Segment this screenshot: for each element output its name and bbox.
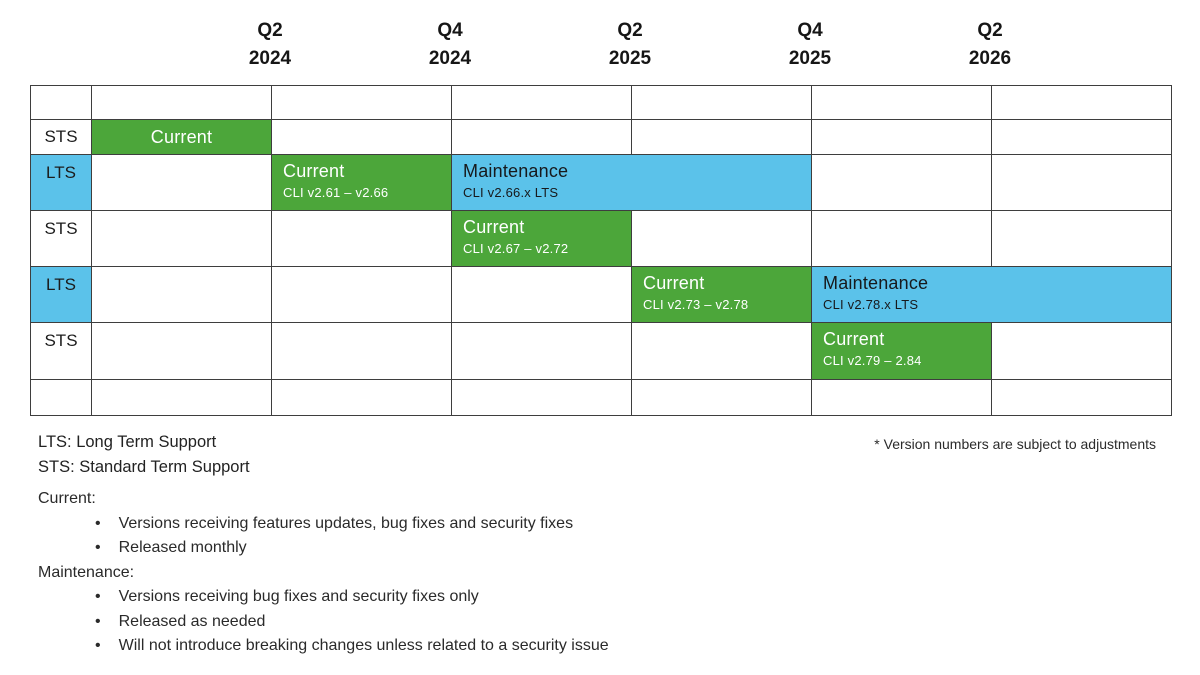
quarter-label-q2-2026: Q2 2026 [930,17,1050,73]
grid-line-vertical [451,86,452,415]
maintenance-bullet: Will not introduce breaking changes unle… [38,634,609,659]
current-bullet: Released monthly [38,536,609,561]
grid-line-horizontal [31,210,1171,211]
bar-label: Maintenance [463,161,569,181]
grid-line-vertical [271,86,272,415]
quarter-label-q4-2024: Q4 2024 [390,17,510,73]
quarter-year: 2024 [428,48,472,69]
current-bullet: Versions receiving features updates, bug… [38,512,609,537]
quarter-year: 2025 [788,48,832,69]
quarter-label-q2-2025: Q2 2025 [570,17,690,73]
status-notes: Current: Versions receiving features upd… [38,487,609,659]
maintenance-bullet: Versions receiving bug fixes and securit… [38,585,609,610]
bar-current-lts-v2-61: Current CLI v2.61 – v2.66 [272,155,451,210]
bar-version-range: CLI v2.67 – v2.72 [463,241,569,256]
bar-version-range: CLI v2.61 – v2.66 [283,185,389,200]
quarter-name: Q2 [617,20,643,41]
bar-version-range: CLI v2.79 – 2.84 [823,353,922,368]
bar-current-sts-v2-79: Current CLI v2.79 – 2.84 [812,323,991,379]
version-footnote: * Version numbers are subject to adjustm… [874,436,1156,452]
bar-maintenance-lts-v2-78: Maintenance CLI v2.78.x LTS [812,267,1171,322]
bar-label: Current [643,273,705,293]
quarter-label-q2-2024: Q2 2024 [210,17,330,73]
bar-current-sts-2024: Current [92,120,271,154]
bar-maintenance-lts-v2-66: Maintenance CLI v2.66.x LTS [452,155,811,210]
maintenance-section-title: Maintenance: [38,563,135,581]
quarter-name: Q4 [437,20,463,41]
grid-line-horizontal [31,154,1171,155]
timeline-table: STS LTS STS LTS STS Current Current CLI … [30,85,1172,416]
bar-label: Current [283,161,345,181]
bar-current-sts-v2-67: Current CLI v2.67 – v2.72 [452,211,631,266]
quarter-name: Q4 [797,20,823,41]
abbreviation-definitions: LTS: Long Term Support STS: Standard Ter… [38,430,250,479]
bar-version-range: CLI v2.66.x LTS [463,185,559,200]
row-label-sts-1: STS [44,127,78,146]
quarter-year: 2025 [608,48,652,69]
quarter-year: 2024 [248,48,292,69]
bar-label: Current [150,126,213,147]
quarter-label-q4-2025: Q4 2025 [750,17,870,73]
row-label-sts-2: STS [44,219,78,238]
bar-label: Current [463,217,525,237]
bar-current-lts-v2-73: Current CLI v2.73 – v2.78 [632,267,811,322]
bar-label: Maintenance [823,273,929,293]
grid-line-vertical [91,86,92,415]
current-section-title: Current: [38,490,96,507]
grid-line-horizontal [31,266,1171,267]
row-label-lts-1: LTS [31,155,91,210]
bar-label: Current [823,329,885,349]
lts-definition: LTS: Long Term Support [38,433,217,451]
grid-line-vertical [811,86,812,415]
quarter-name: Q2 [977,20,1003,41]
grid-line-horizontal [31,322,1171,323]
bar-version-range: CLI v2.78.x LTS [823,297,919,312]
maintenance-bullet: Released as needed [38,610,609,635]
grid-line-vertical [991,86,992,415]
quarter-year: 2026 [968,48,1012,69]
bar-version-range: CLI v2.73 – v2.78 [643,297,749,312]
grid-line-vertical [631,86,632,415]
row-label-lts-2: LTS [31,267,91,322]
grid-line-horizontal [31,379,1171,380]
row-label-sts-3: STS [44,331,78,350]
sts-definition: STS: Standard Term Support [38,457,250,476]
quarter-name: Q2 [257,20,283,41]
grid-line-horizontal [31,119,1171,120]
